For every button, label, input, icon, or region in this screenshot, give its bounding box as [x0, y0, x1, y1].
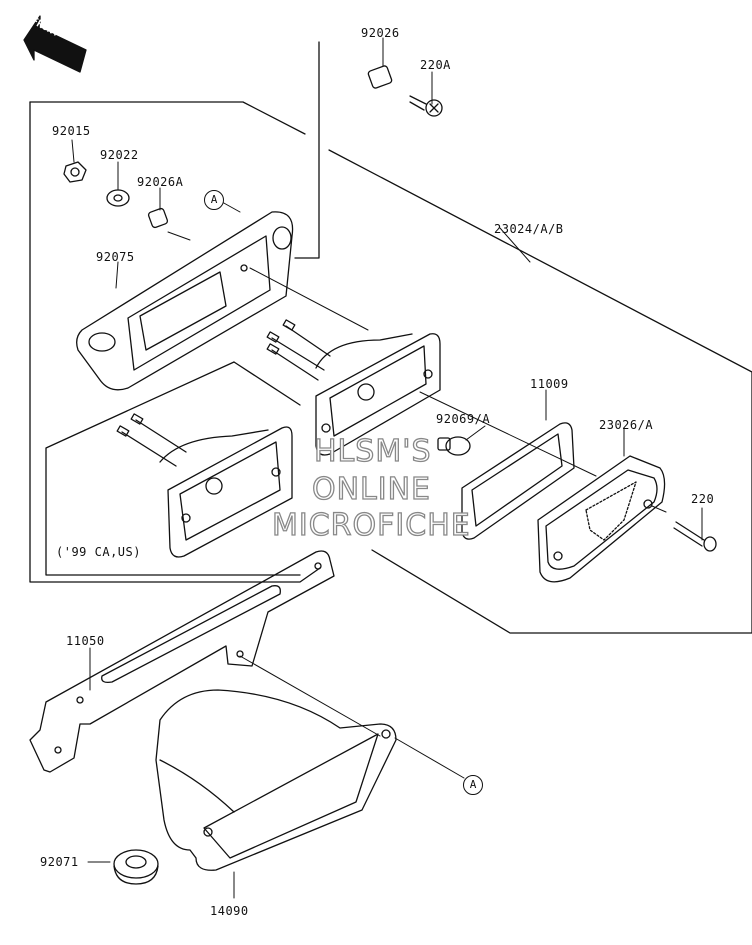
- note-99-ca-us: ('99 CA,US): [56, 545, 141, 559]
- label-23024: 23024/A/B: [494, 222, 564, 236]
- housing-92075: [76, 211, 294, 391]
- watermark-line-2: ONLINE: [311, 471, 432, 507]
- label-11050: 11050: [66, 634, 105, 648]
- bulb-92069: [437, 436, 471, 456]
- label-220a: 220A: [420, 58, 451, 72]
- washer-92022: [106, 189, 130, 207]
- screw-220: [673, 521, 717, 552]
- lens-23026: [537, 455, 666, 583]
- gasket-11009: [461, 422, 575, 540]
- label-220: 220: [691, 492, 715, 506]
- watermark-line-3: MICROFICHE: [271, 507, 471, 543]
- screw-220a: [409, 95, 443, 117]
- label-92026: 92026: [361, 26, 400, 40]
- label-11009: 11009: [530, 377, 569, 391]
- callout-a-lower: A: [463, 775, 483, 795]
- collar-92026: [367, 65, 393, 89]
- lamp-unit-upper: [266, 319, 441, 456]
- label-92075: 92075: [96, 250, 135, 264]
- label-92022: 92022: [100, 148, 139, 162]
- assembly-outline-lines: [29, 41, 752, 634]
- nut-92015: [63, 161, 87, 183]
- label-92069: 92069/A: [436, 412, 491, 426]
- grommet-92071: [113, 849, 159, 885]
- label-92071: 92071: [40, 855, 79, 869]
- watermark-line-1: HLSM'S: [313, 433, 432, 469]
- leader-lines: [71, 37, 703, 899]
- front-arrow-icon: [23, 15, 87, 73]
- label-23026: 23026/A: [599, 418, 654, 432]
- lamp-unit-lower: [116, 413, 293, 558]
- label-14090: 14090: [210, 904, 249, 918]
- bracket-11050: [29, 550, 335, 773]
- label-92015: 92015: [52, 124, 91, 138]
- label-92026a: 92026A: [137, 175, 184, 189]
- callout-a-upper: A: [204, 190, 224, 210]
- cover-14090: [155, 689, 397, 871]
- collar-92026a: [147, 207, 169, 229]
